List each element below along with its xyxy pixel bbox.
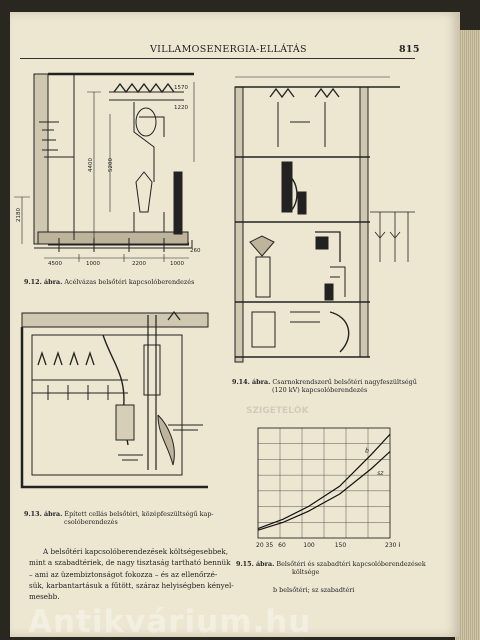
figure-9-12-caption: 9.12. ábra. Acélvázas belsőtéri kapcsoló…	[24, 278, 194, 286]
dim-4400: 4400	[88, 158, 94, 172]
x-tick-label: 100	[303, 542, 315, 549]
figure-9-13-number: 9.13. ábra.	[24, 510, 63, 518]
x-tick-label: 150	[335, 542, 347, 549]
series-label-b: b	[365, 448, 369, 455]
series-line-b	[257, 433, 391, 530]
body-line-4: sük, karbantartásuk a fűtött, száraz hel…	[29, 580, 234, 590]
figure-9-14-drawing	[234, 76, 415, 363]
page-number: 815	[399, 44, 420, 55]
figure-9-15-legend: b belsőtéri; sz szabadtéri	[273, 586, 355, 594]
figure-9-13-line-2: csolóberendezés	[64, 518, 118, 526]
figure-9-14-caption: 9.14. ábra. Csarnokrendszerű belsőtéri n…	[232, 378, 417, 394]
x-tick-label: 60	[278, 542, 286, 549]
body-line-3: – ami az üzembiztonságot fokozza – és az…	[29, 569, 218, 579]
figure-9-14-line-2: (120 kV) kapcsolóberendezés	[272, 386, 368, 394]
figure-9-14-number: 9.14. ábra.	[232, 378, 271, 386]
figure-9-15-line-2: költsége	[292, 568, 320, 576]
watermark: Antikvárium.hu	[28, 604, 312, 640]
figure-9-15-caption: 9.15. ábra. Belsőtéri és szabadtéri kapc…	[236, 560, 426, 576]
figure-9-15-number: 9.15. ábra.	[236, 560, 275, 568]
dim-2200: 2200	[132, 261, 146, 267]
figure-9-15-line-1: Belsőtéri és szabadtéri kapcsolóberendez…	[276, 560, 426, 568]
body-line-5: mesebb.	[29, 592, 60, 602]
figure-9-14-line-1: Csarnokrendszerű belsőtéri nagyfeszültsé…	[272, 378, 417, 386]
header-rule	[20, 58, 415, 59]
dim-4500: 4500	[48, 261, 62, 267]
series-label-sz: sz	[377, 470, 384, 477]
dim-2180: 2180	[16, 208, 22, 222]
dim-1000a: 1000	[86, 261, 100, 267]
dim-5200: 5200	[108, 158, 114, 172]
figure-9-13-line-1: Épített cellás belsőtéri, középfeszültsé…	[64, 510, 214, 518]
x-tick-label: 20 35	[256, 542, 273, 549]
dim-1570: 1570	[174, 85, 188, 91]
x-tick-label: 230 kV	[385, 542, 400, 549]
figure-9-12-text: Acélvázas belsőtéri kapcsolóberendezés	[64, 278, 195, 286]
series-line-sz	[257, 451, 391, 531]
dim-1000b: 1000	[170, 261, 184, 267]
dim-260: 260	[190, 248, 201, 254]
figure-9-13-caption: 9.13. ábra. Épített cellás belsőtéri, kö…	[24, 510, 214, 526]
figure-9-15-chart: b sz 20 35 60 100 150 230 kV	[256, 427, 400, 549]
dim-1220: 1220	[174, 105, 188, 111]
figure-9-12-drawing: 1570 1220 5200 4400 2180 4500 1000 2200 …	[14, 72, 201, 267]
figure-9-12-number: 9.12. ábra.	[24, 278, 63, 286]
body-paragraph: A belsőtéri kapcsolóberendezések költség…	[29, 546, 234, 602]
running-title: VILLAMOSENERGIA-ELLÁTÁS	[150, 44, 307, 55]
bleed-through-title: SZIGETELŐK	[246, 406, 309, 416]
figure-9-13-drawing	[20, 311, 209, 489]
body-line-1: A belsőtéri kapcsolóberendezések költség…	[43, 547, 229, 556]
body-line-2: mint a szabadtériek, de nagy tisztaság t…	[29, 558, 231, 568]
plot-frame	[257, 427, 391, 539]
